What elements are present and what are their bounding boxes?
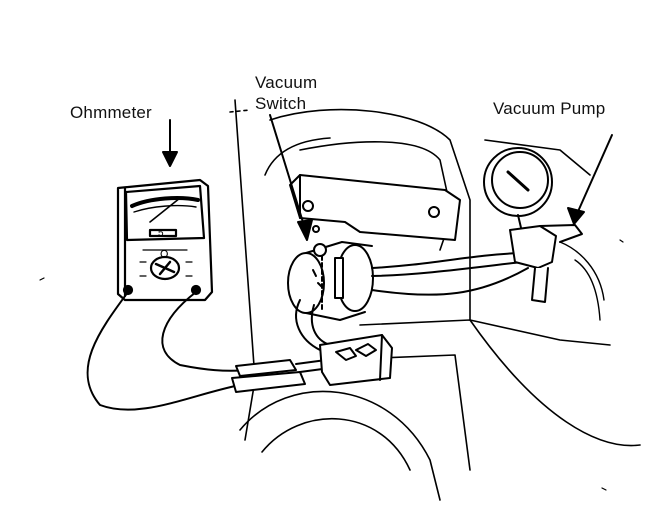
switch-connector: [295, 299, 393, 386]
ohmmeter: [116, 178, 214, 302]
test-lead-probes: [231, 359, 331, 393]
mounting-bracket: [289, 174, 461, 241]
vacuum-switch-label-line2: Switch: [255, 94, 307, 113]
vacuum-switch-label-line1: Vacuum: [255, 73, 318, 92]
label-arrows: [162, 114, 613, 241]
ohmmeter-scale-value: 5: [158, 228, 164, 239]
vacuum-switch: [287, 241, 374, 321]
test-leads: [86, 291, 249, 411]
vacuum-pump-label: Vacuum Pump: [493, 100, 606, 118]
ohmmeter-ohm-symbol: Ω: [160, 248, 168, 261]
ohmmeter-label: Ohmmeter: [70, 103, 152, 122]
vacuum-pump: [483, 147, 605, 321]
scan-specks: [39, 239, 624, 491]
vacuum-hose: [371, 252, 529, 296]
